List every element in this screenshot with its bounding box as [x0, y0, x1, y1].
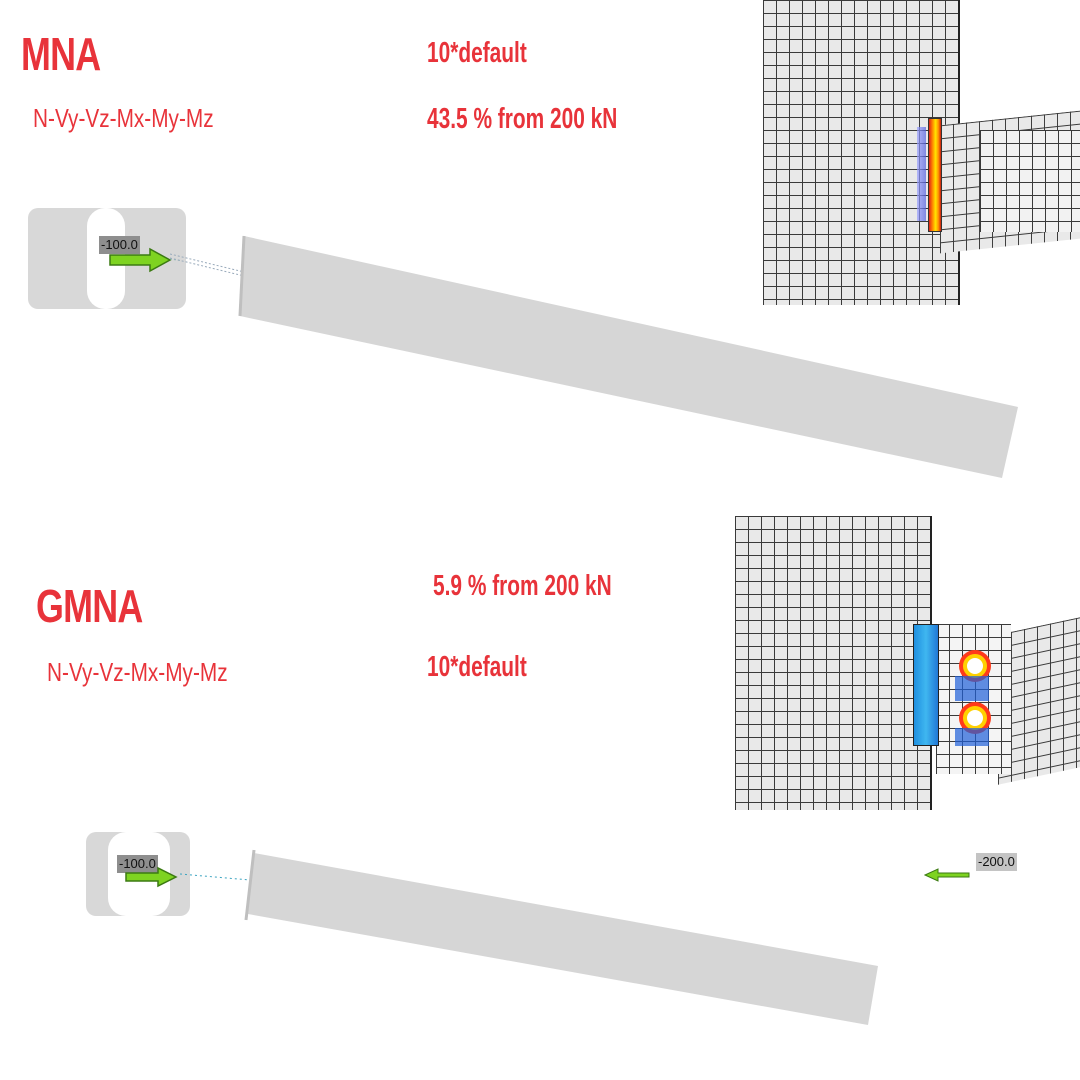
- force-components-gmna: N-Vy-Vz-Mx-My-Mz: [47, 657, 228, 687]
- support-icon: [86, 832, 190, 916]
- dashed-connection: [180, 873, 251, 881]
- stress-contour: [928, 118, 942, 232]
- end-plate-mesh: [980, 130, 1080, 232]
- load-arrow-icon: [109, 247, 180, 273]
- resistance-percent-mna: 43.5 % from 200 kN: [427, 103, 618, 135]
- dashed-connection: [170, 253, 245, 277]
- resistance-percent-gmna: 5.9 % from 200 kN: [433, 570, 612, 602]
- bolt-hole-2: [963, 706, 987, 730]
- force-components-mna: N-Vy-Vz-Mx-My-Mz: [33, 103, 214, 133]
- column-mesh: [735, 516, 932, 810]
- analysis-title-gmna: GMNA: [36, 580, 143, 632]
- bolt-hole-1: [963, 654, 987, 678]
- fe-model-view-mna: [760, 0, 1080, 305]
- fe-model-view-gmna: [733, 516, 1080, 810]
- stress-contour: [913, 624, 939, 746]
- load-value-label-left: -100.0: [117, 855, 158, 873]
- plate-contour: [955, 728, 989, 746]
- load-factor-gmna: 10*default: [427, 651, 527, 683]
- plate-contour: [955, 676, 989, 701]
- load-arrow-icon: [924, 868, 970, 882]
- load-value-label-right: -200.0: [976, 853, 1017, 871]
- load-value-label: -100.0: [99, 236, 140, 254]
- beam-member: [238, 235, 1018, 478]
- analysis-title-mna: MNA: [21, 28, 101, 80]
- stress-contour-shadow: [917, 127, 926, 221]
- load-arrow-icon: [125, 866, 178, 888]
- load-factor-mna: 10*default: [427, 37, 527, 69]
- beam-member: [244, 849, 878, 1025]
